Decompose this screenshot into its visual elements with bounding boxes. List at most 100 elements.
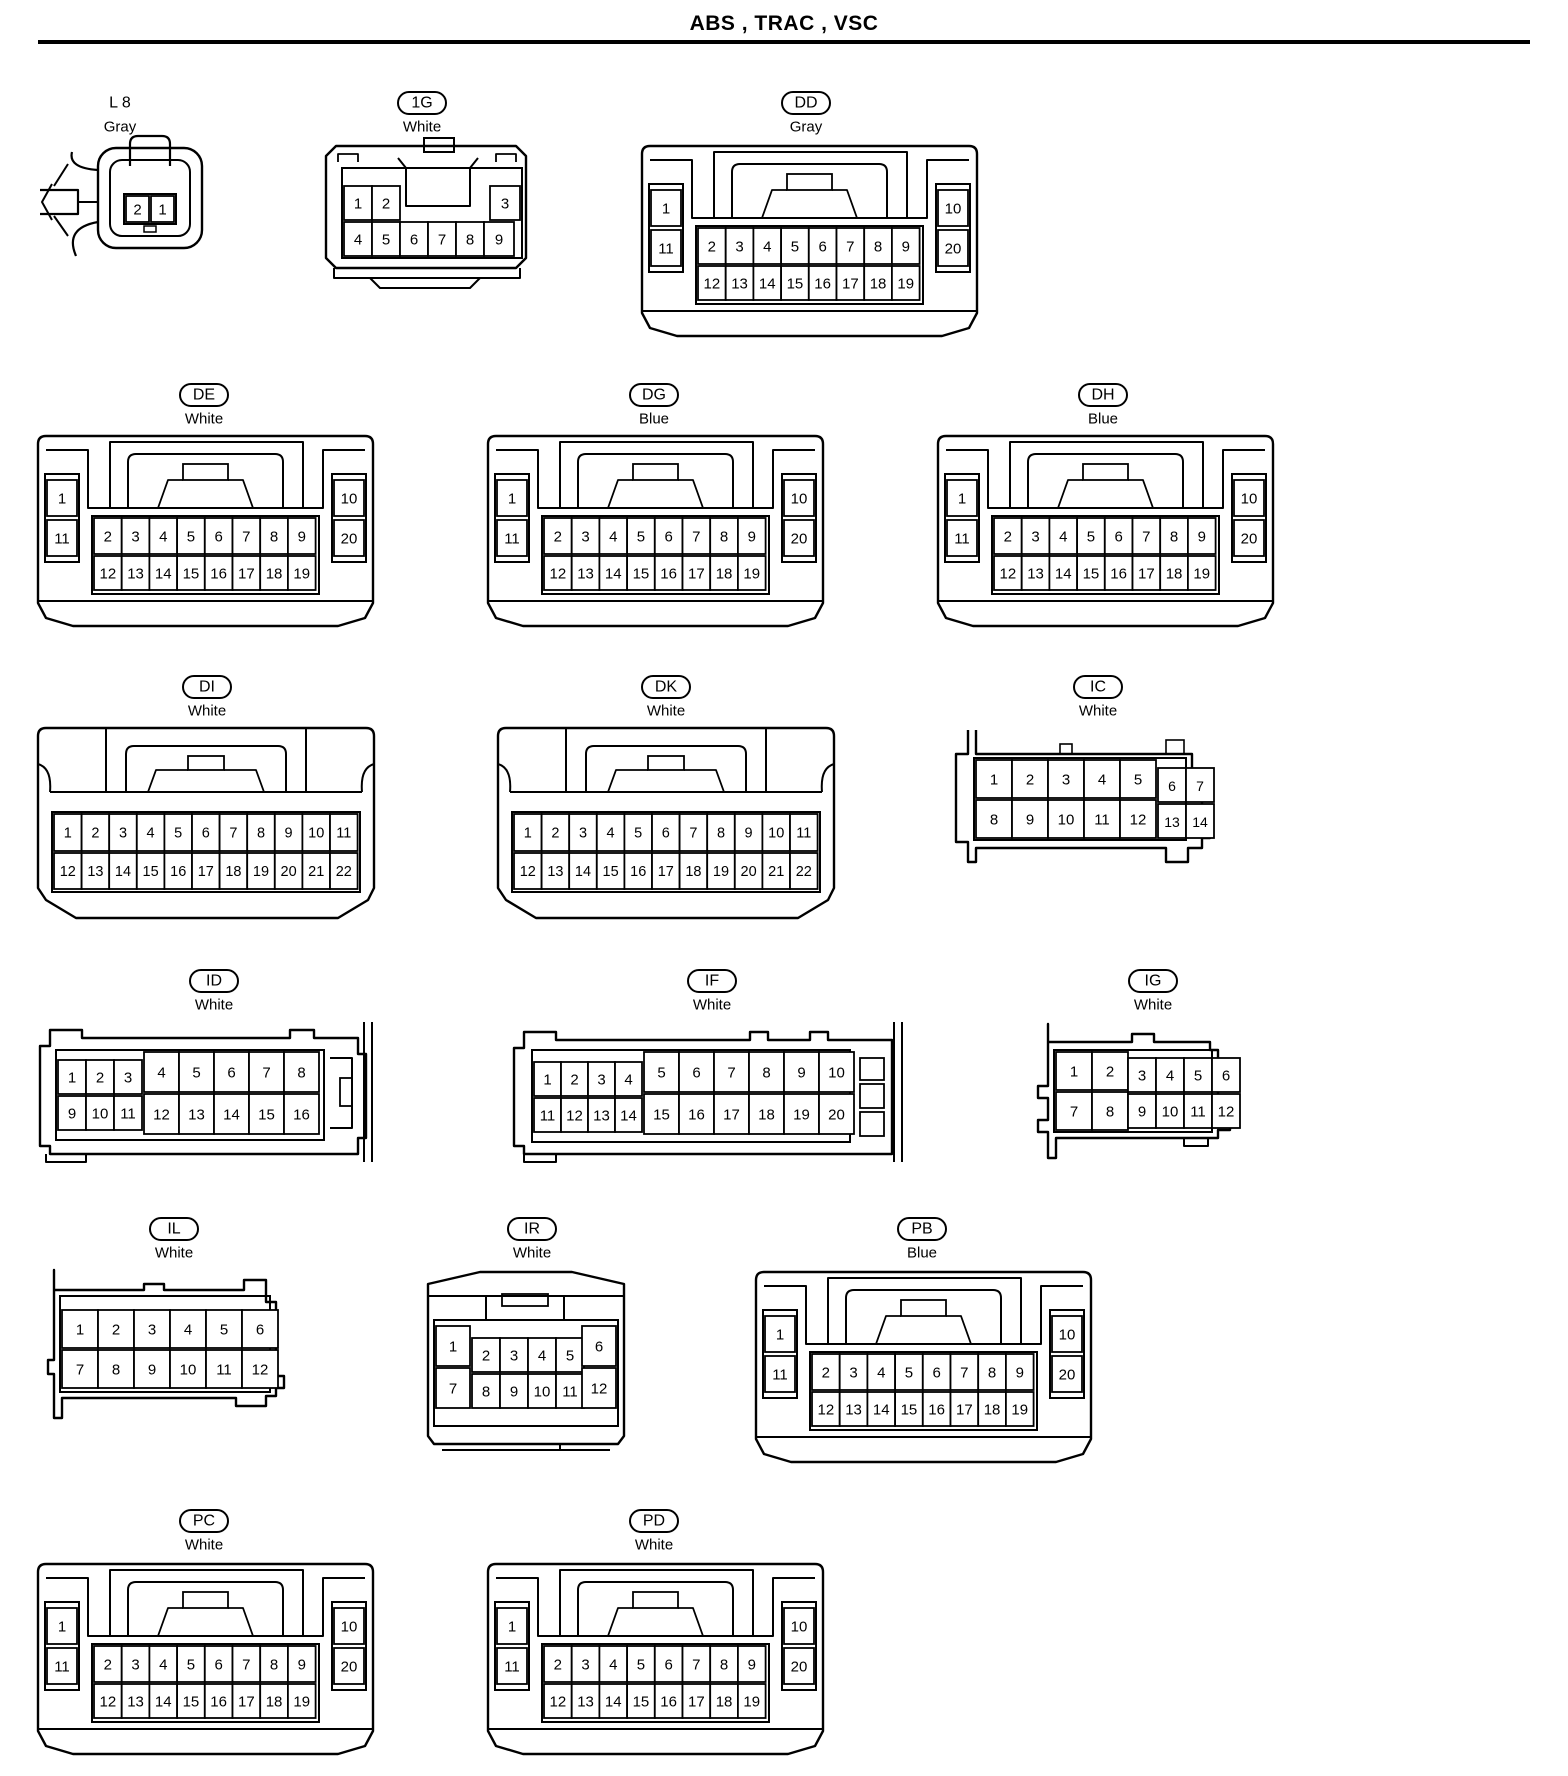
latch-frame xyxy=(875,1315,901,1345)
pin-cell xyxy=(709,1683,739,1719)
pin-number: 2 xyxy=(1026,772,1034,789)
pin-number: 1 xyxy=(1070,1064,1078,1081)
pin-cell xyxy=(533,1097,562,1133)
pin-number: 9 xyxy=(902,239,910,256)
housing-outline xyxy=(426,1270,626,1446)
housing-outline xyxy=(324,144,528,270)
pin-number: 15 xyxy=(143,864,159,880)
pin-number: 17 xyxy=(198,864,214,880)
pin-column xyxy=(1231,473,1267,563)
pin-cell xyxy=(371,221,401,257)
latch-frame xyxy=(1027,453,1184,508)
pin-cell xyxy=(764,1315,796,1353)
pin-number: 7 xyxy=(960,1365,968,1382)
pin-number: 20 xyxy=(341,1659,358,1676)
latch-frame xyxy=(607,769,725,793)
housing-line xyxy=(946,449,1265,509)
pin-cell xyxy=(838,1391,869,1427)
pin-cell xyxy=(614,1061,643,1097)
pin-cell xyxy=(496,1607,528,1645)
pin-cell xyxy=(587,1061,616,1097)
pin-number: 8 xyxy=(990,812,998,829)
pin-number: 20 xyxy=(828,1107,845,1124)
latch-frame xyxy=(1057,479,1083,509)
pin-number: 10 xyxy=(341,491,358,508)
title-rule xyxy=(38,40,1530,44)
pin-number: 8 xyxy=(466,232,474,249)
housing-outline xyxy=(46,1268,286,1420)
pin-number: 8 xyxy=(1170,529,1178,546)
pin-number: 18 xyxy=(685,864,701,880)
pin-cell xyxy=(993,517,1023,555)
pin-cell xyxy=(570,517,601,555)
pin-block xyxy=(511,811,821,893)
pin-cell xyxy=(653,1645,684,1683)
pin-number: 13 xyxy=(593,1108,610,1125)
connector-color: White xyxy=(185,411,223,428)
pin-number: 10 xyxy=(180,1362,197,1379)
pin-number: 17 xyxy=(688,566,705,583)
latch-frame xyxy=(109,441,304,508)
connector-code: IC xyxy=(1090,679,1106,696)
pin-number: 2 xyxy=(96,1070,104,1087)
pin-number: 20 xyxy=(791,1659,808,1676)
pin-number: 1 xyxy=(508,491,516,508)
pin-number: 12 xyxy=(818,1402,835,1419)
connector-color: White xyxy=(513,1245,551,1262)
pin-number: 11 xyxy=(954,531,970,548)
pin-number: 14 xyxy=(605,1694,622,1711)
pin-block xyxy=(91,1643,320,1723)
latch-frame xyxy=(397,157,479,207)
pin-cell xyxy=(283,1051,320,1093)
pin-number: 1 xyxy=(68,1070,76,1087)
pin-number: 16 xyxy=(660,566,677,583)
pin-number: 10 xyxy=(791,491,808,508)
pin-cell xyxy=(863,265,893,301)
connector-color: White xyxy=(195,997,233,1014)
pin-number: 7 xyxy=(76,1362,84,1379)
pin-cell xyxy=(85,1059,115,1095)
pin-cell xyxy=(783,1093,820,1135)
pin-cell xyxy=(143,1051,180,1093)
pin-cell xyxy=(681,517,712,555)
pin-number: 20 xyxy=(791,531,808,548)
latch-frame xyxy=(559,1569,754,1636)
pin-cell xyxy=(150,195,175,223)
pin-cell xyxy=(540,852,571,890)
pin-cell xyxy=(1233,479,1265,517)
pin-number: 5 xyxy=(637,1657,645,1674)
pin-number: 11 xyxy=(504,1659,520,1676)
pin-cell xyxy=(650,189,682,227)
pin-cell xyxy=(53,813,83,852)
pin-number: 3 xyxy=(581,1657,589,1674)
pin-number: 15 xyxy=(633,1694,650,1711)
pin-number: 5 xyxy=(187,1657,195,1674)
pin-cell xyxy=(246,852,276,890)
pin-number: 16 xyxy=(928,1402,945,1419)
pin-number: 1 xyxy=(958,491,966,508)
connector-code: DK xyxy=(655,679,678,696)
latch-frame xyxy=(678,479,704,509)
pin-number: 14 xyxy=(223,1107,240,1124)
latch-frame xyxy=(157,1607,183,1637)
pin-number: 12 xyxy=(1000,566,1017,583)
latch-frame xyxy=(127,453,284,508)
pin-number: 5 xyxy=(905,1365,913,1382)
wire-clip xyxy=(70,151,99,257)
connector-color: Gray xyxy=(790,119,823,136)
pin-number: 7 xyxy=(692,1657,700,1674)
pin-number: 11 xyxy=(54,531,70,548)
pin-cell xyxy=(218,813,249,852)
connector-code-badge xyxy=(149,1217,199,1241)
pin-number: 4 xyxy=(1059,529,1067,546)
latch-frame xyxy=(127,1581,284,1636)
pin-cell xyxy=(46,479,78,517)
pin-cell xyxy=(737,1683,767,1719)
connector-color: White xyxy=(155,1245,193,1262)
latch-frame xyxy=(832,189,858,219)
pin-cell xyxy=(818,1093,855,1135)
pin-column xyxy=(781,1601,817,1691)
pin-cell xyxy=(163,852,193,890)
